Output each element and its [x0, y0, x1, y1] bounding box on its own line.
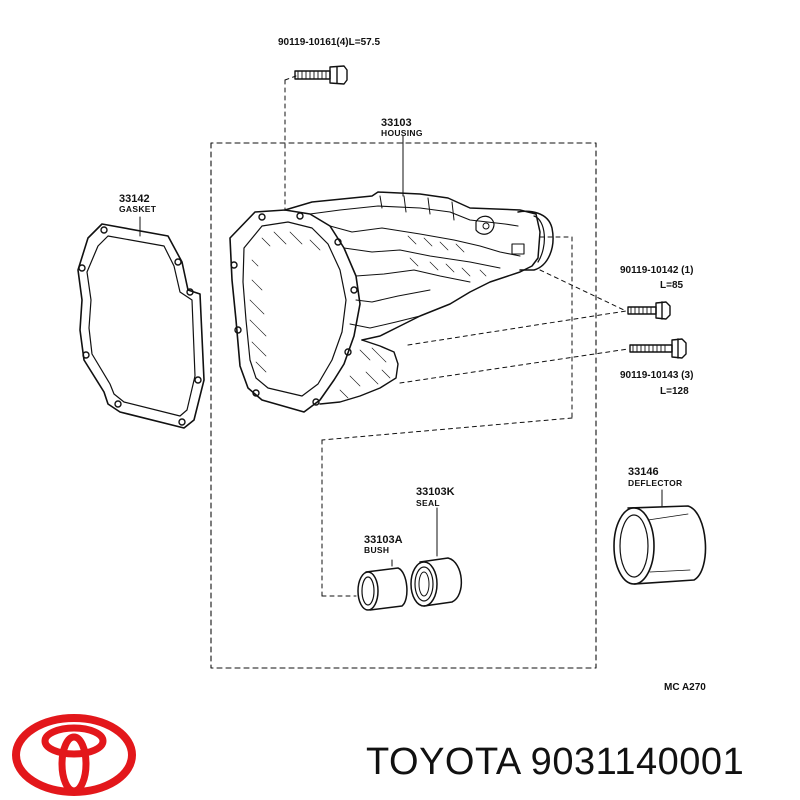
seal-part-name: SEAL — [416, 498, 440, 508]
bolt-a-length-label: L=85 — [660, 280, 684, 291]
bolt-top-spec-label: 90119-10161(4)L=57.5 — [278, 37, 381, 48]
diagram-code: MC A270 — [664, 682, 706, 693]
brand-part-number-title: TOYOTA 9031140001 — [366, 741, 745, 783]
bolt-a-spec-label: 90119-10142 (1) — [620, 265, 694, 276]
housing-part-name: HOUSING — [381, 128, 423, 138]
transfer-housing-icon — [229, 191, 554, 413]
gasket-icon — [77, 223, 205, 429]
deflector-part-name: DEFLECTOR — [628, 478, 683, 488]
gasket-part-name: GASKET — [119, 204, 157, 214]
gasket-part-number: 33142 — [119, 193, 150, 205]
bush-part-name: BUSH — [364, 545, 390, 555]
seal-part-number: 33103K — [416, 486, 455, 498]
housing-part-number: 33103 — [381, 117, 412, 129]
deflector-part-number: 33146 — [628, 466, 659, 478]
bush-part-number: 33103A — [364, 534, 403, 546]
bolt-a-icon — [627, 301, 671, 320]
bolt-b-length-label: L=128 — [660, 386, 689, 397]
seal-icon — [410, 557, 463, 607]
deflector-icon — [613, 505, 707, 585]
housing-group-frame — [210, 142, 597, 669]
bolt-b-icon — [629, 338, 687, 359]
toyota-logo-icon — [12, 714, 136, 796]
bush-icon — [357, 567, 408, 611]
bolt-b-spec-label: 90119-10143 (3) — [620, 370, 694, 381]
bolt-top-icon — [294, 65, 348, 85]
